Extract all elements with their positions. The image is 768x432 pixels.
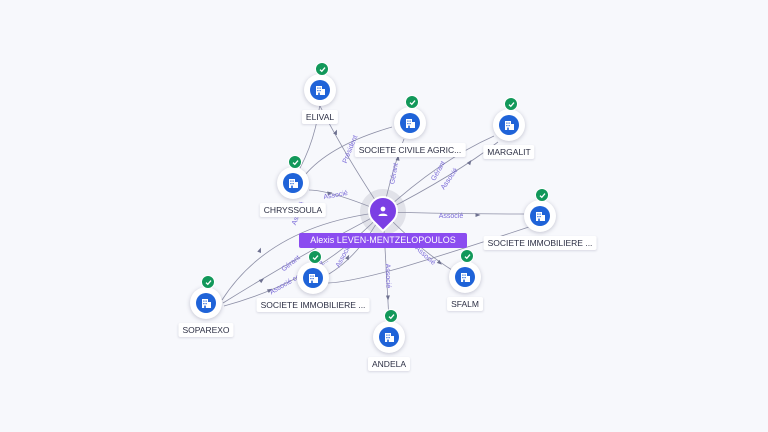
- verified-check-icon: [504, 97, 518, 111]
- node-circle: [394, 95, 426, 139]
- node-label: MARGALIT: [483, 145, 535, 159]
- edge-line: [223, 211, 384, 307]
- verified-check-icon: [201, 275, 215, 289]
- node-label: SOPAREXO: [178, 323, 234, 337]
- edge-arrow-icon: [258, 278, 264, 284]
- node-label: SFALM: [447, 297, 483, 311]
- node-label: SOCIETE IMMOBILIERE ...: [256, 298, 370, 312]
- building-icon: [455, 267, 475, 287]
- node-circle: [190, 275, 222, 319]
- node-label: ANDELA: [367, 357, 411, 371]
- edge-arrow-icon: [466, 159, 472, 166]
- edge-line: [221, 211, 384, 301]
- edge-line: [382, 211, 525, 215]
- edge-label: Associé: [323, 190, 348, 201]
- building-icon: [499, 115, 519, 135]
- edge-arrow-icon: [327, 191, 333, 196]
- edge-arrow-icon: [257, 247, 262, 254]
- edge-label: Associé: [384, 264, 392, 289]
- building-icon: [530, 206, 550, 226]
- person-icon: [375, 203, 391, 219]
- center-node-label: Alexis LEVEN-MENTZELOPOULOS: [299, 233, 467, 248]
- edge-arrow-icon: [385, 295, 390, 301]
- node-circle: [449, 249, 481, 293]
- verified-check-icon: [535, 188, 549, 202]
- node-circle: [524, 188, 556, 232]
- building-icon: [196, 293, 216, 313]
- node-label: CHRYSSOULA: [259, 203, 327, 217]
- verified-check-icon: [405, 95, 419, 109]
- node-label: SOCIETE CIVILE AGRIC...: [354, 143, 466, 157]
- verified-check-icon: [460, 249, 474, 263]
- edge-arrow-icon: [266, 288, 273, 293]
- edge-arrow-icon: [333, 129, 337, 136]
- node-circle: [297, 250, 329, 294]
- building-icon: [379, 327, 399, 347]
- edge-arrow-icon: [345, 254, 350, 261]
- node-circle: [277, 155, 309, 199]
- building-icon: [310, 80, 330, 100]
- building-icon: [283, 173, 303, 193]
- edge-label: Gérant: [389, 163, 400, 185]
- verified-check-icon: [384, 309, 398, 323]
- edge-arrow-icon: [475, 213, 481, 217]
- verified-check-icon: [308, 250, 322, 264]
- node-circle: [373, 309, 405, 353]
- edge-label: Associé: [414, 245, 437, 267]
- building-icon: [303, 268, 323, 288]
- edge-line: [222, 211, 384, 304]
- node-label: ELIVAL: [301, 110, 339, 124]
- connector-line: [327, 218, 554, 284]
- node-circle: [304, 62, 336, 106]
- building-icon: [400, 113, 420, 133]
- edge-arrow-icon: [436, 259, 442, 265]
- node-circle: [493, 97, 525, 141]
- node-label: SOCIETE IMMOBILIERE ...: [483, 236, 597, 250]
- edge-soparexo[interactable]: Associé commandit...: [223, 211, 384, 307]
- connector-line: [304, 126, 393, 176]
- edge-label: Associé: [439, 213, 464, 220]
- edge-line: [382, 135, 495, 213]
- verified-check-icon: [288, 155, 302, 169]
- edge-sim_right[interactable]: Associé: [382, 211, 525, 220]
- verified-check-icon: [315, 62, 329, 76]
